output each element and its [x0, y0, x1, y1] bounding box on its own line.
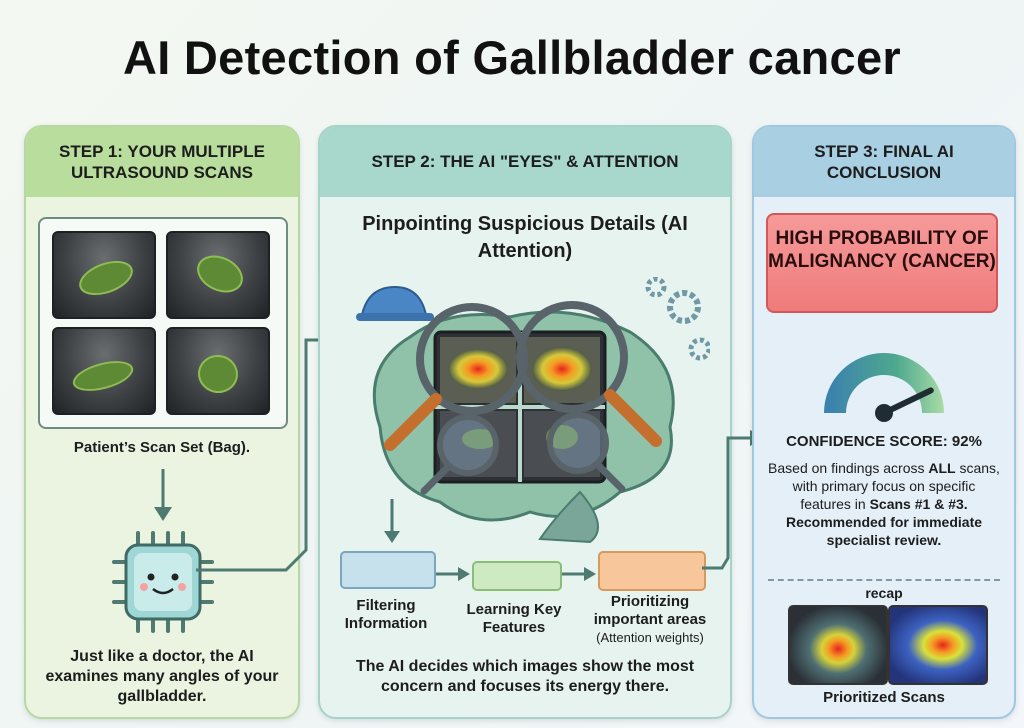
step1-header: STEP 1: YOUR MULTIPLE ULTRASOUND SCANS [26, 127, 298, 197]
scan-image-3 [52, 327, 156, 415]
prioritized-scans-label: Prioritized Scans [823, 689, 945, 706]
scan-set [38, 217, 288, 429]
learning-step-box [472, 561, 562, 591]
step3-panel: STEP 3: FINAL AI CONCLUSION HIGH PROBABI… [752, 125, 1016, 719]
confidence-gauge-icon [824, 353, 944, 422]
ai-chip-icon [112, 531, 214, 633]
step1-panel: STEP 1: YOUR MULTIPLE ULTRASOUND SCANS P… [24, 125, 300, 719]
step1-description: Just like a doctor, the AI examines many… [45, 648, 279, 705]
step2-header: STEP 2: THE AI "EYES" & ATTENTION [320, 127, 730, 197]
prioritizing-label: Prioritizing important areas (Attention … [593, 593, 707, 645]
malignancy-alert: HIGH PROBABILITY OF MALIGNANCY (CANCER) [766, 213, 998, 313]
step3-header: STEP 3: FINAL AI CONCLUSION [754, 127, 1014, 197]
step3-explanation: Based on findings across ALL scans, with… [768, 460, 1000, 548]
recap-label: recap [865, 585, 903, 601]
filtering-step-box [340, 551, 436, 589]
gear-icon [645, 277, 710, 361]
step2-panel: STEP 2: THE AI "EYES" & ATTENTION Pinpoi… [318, 125, 732, 719]
right-arrow-icon [562, 567, 596, 581]
scan-image-4 [166, 327, 270, 415]
scan-image-2 [166, 231, 270, 319]
ai-brain-attention-illustration [356, 277, 710, 544]
confidence-score: CONFIDENCE SCORE: 92% [786, 433, 982, 450]
step2-subtitle: Pinpointing Suspicious Details (AI Atten… [362, 213, 688, 262]
filtering-label: Filtering Information [344, 597, 428, 632]
prioritized-scan-2 [888, 605, 988, 685]
scan-image-1 [52, 231, 156, 319]
prioritizing-step-box [598, 551, 706, 591]
attention-weights-note: (Attention weights) [596, 630, 704, 645]
prioritized-scan-1 [788, 605, 888, 685]
scan-set-caption: Patient’s Scan Set (Bag). [73, 439, 251, 456]
page-title: AI Detection of Gallbladder cancer [122, 31, 902, 84]
divider [768, 579, 1000, 581]
down-arrow-icon [154, 469, 172, 521]
right-arrow-icon [436, 567, 470, 581]
down-arrow-icon [384, 499, 400, 543]
step2-summary: The AI decides which images show the mos… [355, 658, 695, 695]
learning-label: Learning Key Features [466, 601, 562, 636]
